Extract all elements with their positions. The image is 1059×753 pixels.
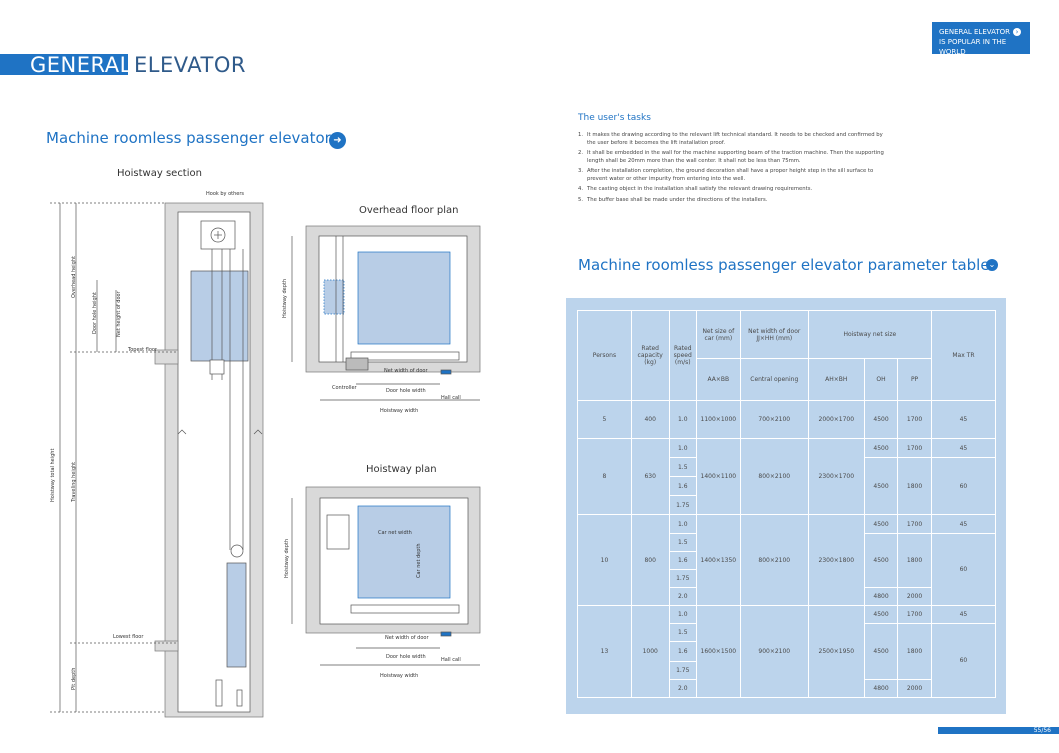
car-net-depth-label: Car net depth xyxy=(416,543,422,578)
chevron-down-icon: ⌄ xyxy=(986,259,998,271)
hoistway-section-drawing xyxy=(50,202,264,718)
tasks-list: 1.It makes the drawing according to the … xyxy=(578,132,888,207)
door-hole-height-label: Door hole height xyxy=(92,292,98,334)
hoistway-total-height-label: Hoistway total height xyxy=(50,449,56,502)
header-door-sub: Central opening xyxy=(739,358,809,401)
hoistway-plan-drawing xyxy=(291,486,481,666)
net-height-door-label: Net height of door xyxy=(116,290,122,337)
header-door: Net width of door JJ×HH (mm) xyxy=(739,310,809,359)
hall-call-label-1: Hall call xyxy=(441,395,461,401)
car-net-width-label: Car net width xyxy=(378,530,412,536)
badge-line2: IS POPULAR IN THE WORLD xyxy=(939,38,1007,56)
hall-call-label-2: Hall call xyxy=(441,657,461,663)
badge-line1: GENERAL ELEVATOR xyxy=(939,28,1010,36)
header-max-tr: Max TR xyxy=(930,310,997,401)
brand-bar xyxy=(0,54,128,75)
door-hole-width-label-1: Door hole width xyxy=(386,388,426,394)
task-item: 1.It makes the drawing according to the … xyxy=(578,132,883,146)
pit-depth-label: Pit depth xyxy=(71,668,77,690)
table-title: Machine roomless passenger elevator para… xyxy=(578,256,990,274)
header-speed: Rated speed (m/s) xyxy=(668,310,697,401)
header-oh: OH xyxy=(863,358,899,401)
task-item: 4.The casting object in the installation… xyxy=(578,186,813,192)
hoistway-depth-label-2: Hoistway depth xyxy=(284,539,290,578)
overhead-height-label: Overhead height xyxy=(71,256,77,298)
table-row: 1.6 xyxy=(578,476,996,496)
traveling-height-label: Traveling height xyxy=(71,462,77,503)
header-capacity: Rated capacity (kg) xyxy=(630,310,670,401)
tasks-title: The user's tasks xyxy=(578,113,651,123)
controller-label: Controller xyxy=(332,385,358,391)
lowest-floor-label: Lowest floor xyxy=(113,634,144,640)
parameter-table: Persons Rated capacity (kg) Rated speed … xyxy=(577,310,997,698)
net-width-door-label-2: Net width of door xyxy=(385,635,429,641)
hoistway-width-label-1: Hoistway width xyxy=(380,408,418,414)
left-section-title: Machine roomless passenger elevator xyxy=(46,129,331,147)
overhead-plan-label: Overhead floor plan xyxy=(359,205,459,216)
brand-word-elevator: ELEVATOR xyxy=(134,53,246,77)
elevator-drawings: Hook by others Topest floor Lowest floor… xyxy=(50,191,481,718)
hoistway-width-label-2: Hoistway width xyxy=(380,673,418,679)
corner-badge: GENERAL ELEVATOR› IS POPULAR IN THE WORL… xyxy=(932,22,1030,56)
brand-word-general: GENERAL xyxy=(30,53,132,77)
header-hoistway: Hoistway net size xyxy=(807,310,932,359)
topest-floor-label: Topest floor xyxy=(127,347,158,353)
task-item: 5.The buffer base shall be made under th… xyxy=(578,196,768,203)
hoistway-section-label: Hoistway section xyxy=(117,168,202,179)
hook-label: Hook by others xyxy=(206,191,244,197)
table-row: 1.6 xyxy=(578,641,996,662)
header-car-sub: AA×BB xyxy=(695,358,741,401)
task-item: 3.After the installation completion, the… xyxy=(578,168,874,182)
header-ah: AH×BH xyxy=(807,358,865,401)
hoistway-plan-label: Hoistway plan xyxy=(366,464,437,475)
header-car: Net size of car (mm) xyxy=(695,310,741,359)
hoistway-depth-label-1: Hoistway depth xyxy=(282,279,288,318)
door-hole-width-label-2: Door hole width xyxy=(386,654,426,660)
net-width-door-label-1: Net width of door xyxy=(384,368,428,374)
page-number: 55/56 xyxy=(938,727,1059,734)
arrow-right-icon: ➜ xyxy=(329,132,346,149)
overhead-plan-drawing xyxy=(291,225,481,401)
arrow-right-icon: › xyxy=(1012,28,1021,36)
header-pp: PP xyxy=(897,358,932,401)
header-persons: Persons xyxy=(577,310,632,401)
task-item: 2.It shall be embedded in the wall for t… xyxy=(578,150,884,164)
